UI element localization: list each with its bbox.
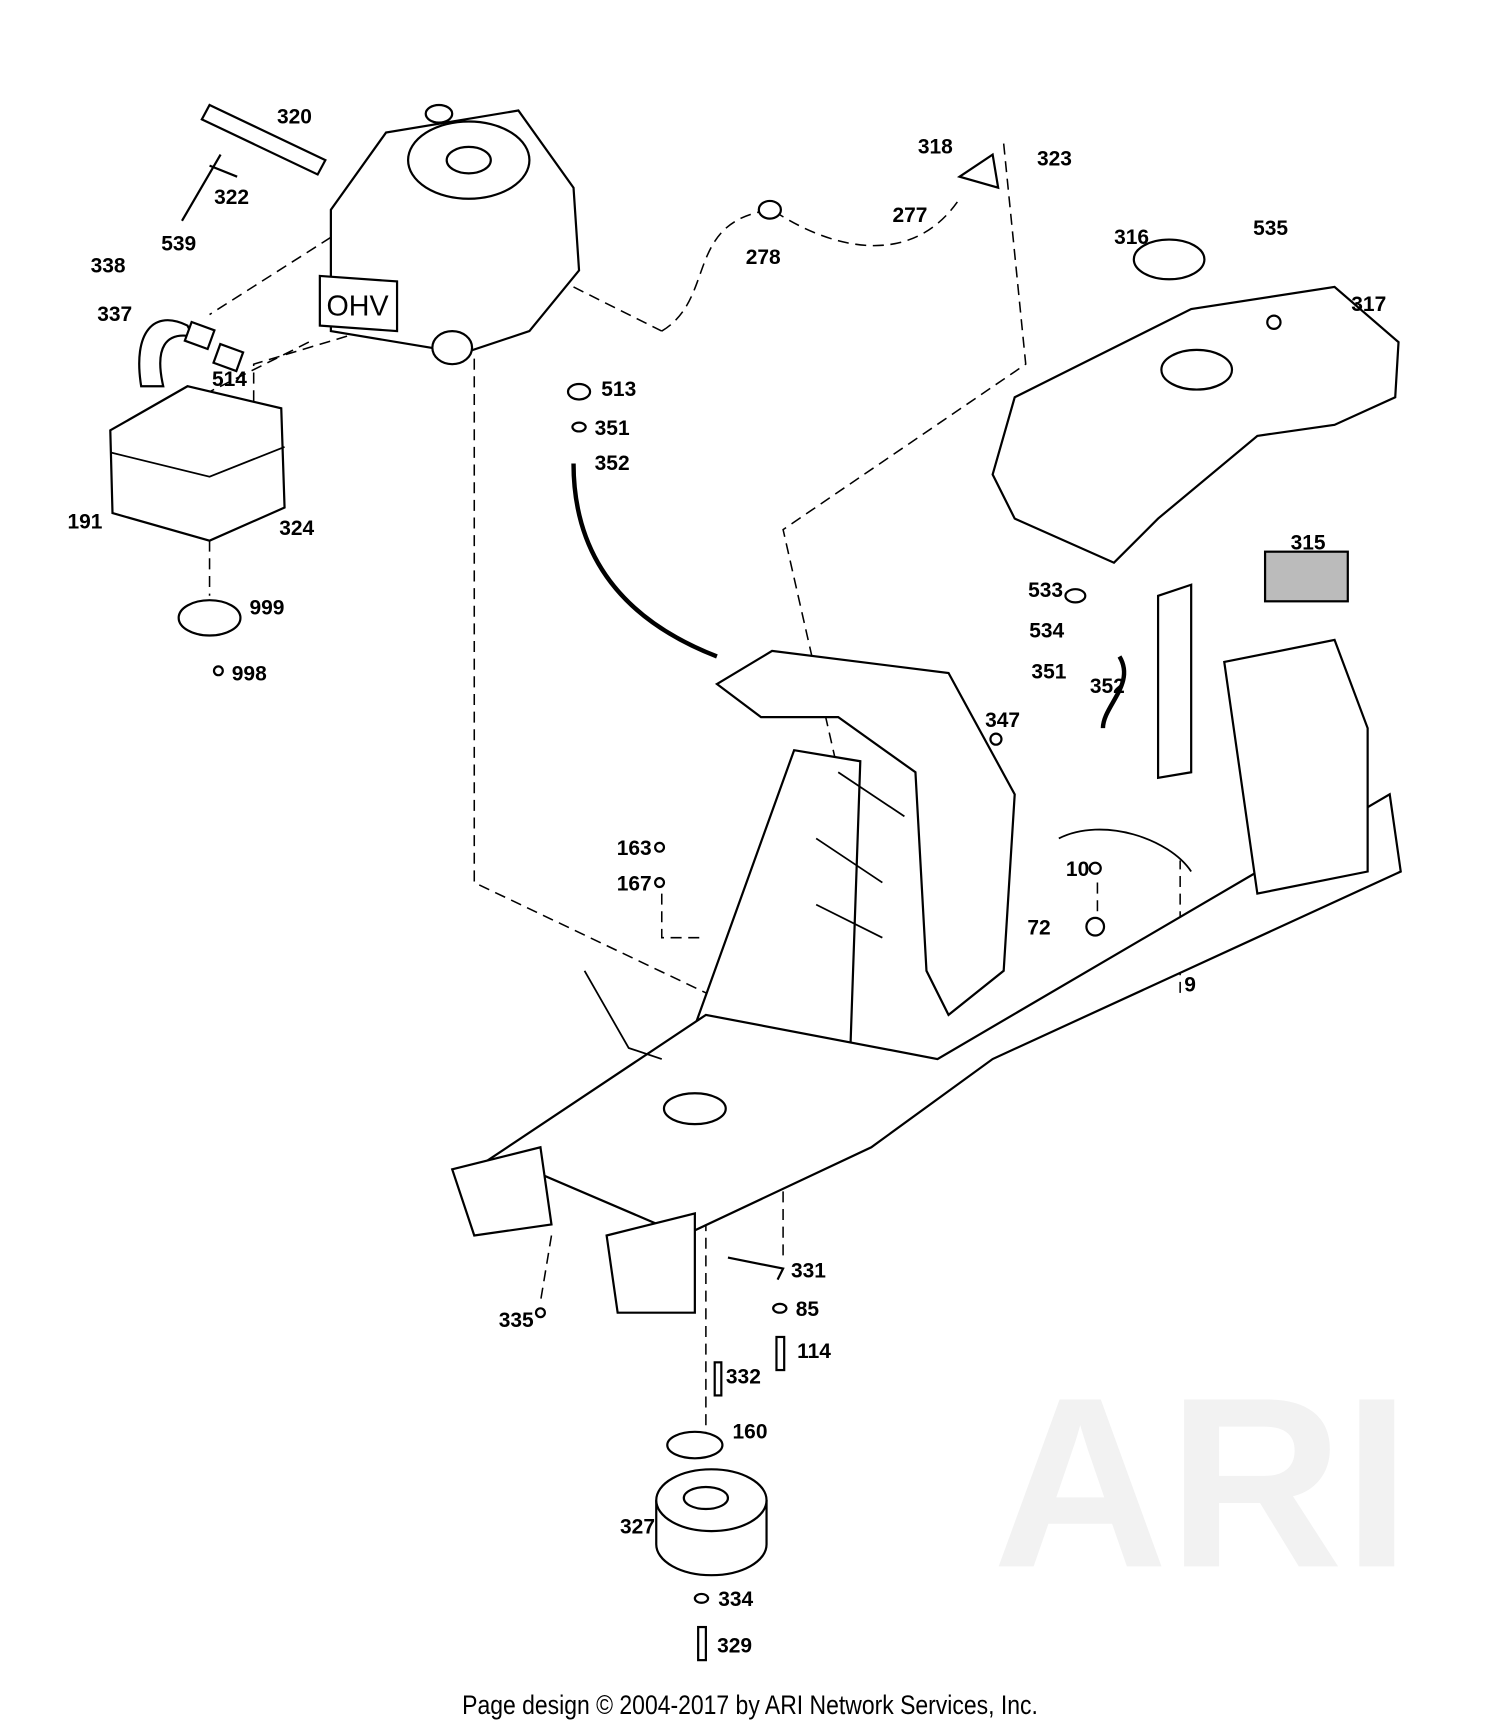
part-label: 534 xyxy=(1029,620,1064,643)
part-label: 317 xyxy=(1351,293,1386,316)
part-label: 352 xyxy=(595,452,630,475)
seat-pan xyxy=(693,649,1016,1083)
fuel-hose xyxy=(571,463,718,659)
part-label: 327 xyxy=(620,1515,655,1538)
fuel-hose-2 xyxy=(1100,655,1127,729)
part-label: 999 xyxy=(249,597,284,620)
copyright-footer: Page design © 2004-2017 by ARI Network S… xyxy=(462,1690,1038,1720)
part-label: 323 xyxy=(1037,148,1072,171)
part-labels: 320 539 322 338 337 514 191 324 999 998 … xyxy=(67,106,1386,1658)
leader-lines xyxy=(198,143,1181,1435)
engine: OHV xyxy=(318,103,581,366)
part-label: 72 xyxy=(1027,916,1050,939)
part-label: 351 xyxy=(595,417,630,440)
part-label: 514 xyxy=(212,368,247,391)
part-label: 334 xyxy=(718,1588,753,1611)
part-label: 335 xyxy=(499,1309,534,1332)
part-label: 337 xyxy=(97,303,132,326)
part-label: 998 xyxy=(232,663,267,686)
part-label: 163 xyxy=(617,837,652,860)
part-label: 114 xyxy=(797,1340,831,1363)
part-label: 533 xyxy=(1028,579,1063,602)
part-label: 513 xyxy=(601,378,636,401)
ohv-mark: OHV xyxy=(326,291,388,323)
part-label: 324 xyxy=(279,517,314,540)
part-label: 535 xyxy=(1253,217,1288,240)
hardware xyxy=(177,152,1106,1662)
part-label: 347 xyxy=(985,709,1020,732)
part-label: 352 xyxy=(1090,675,1125,698)
part-label: 85 xyxy=(796,1298,820,1321)
fuel-tank xyxy=(991,238,1400,565)
part-label: 316 xyxy=(1114,226,1149,249)
part-label: 318 xyxy=(918,136,953,159)
part-label: 539 xyxy=(161,233,196,256)
muffler xyxy=(109,319,286,542)
part-label: 10 xyxy=(1066,858,1089,881)
part-label: 351 xyxy=(1031,661,1066,684)
part-label: 329 xyxy=(717,1634,752,1657)
part-label: 331 xyxy=(791,1259,826,1282)
pipe-part xyxy=(200,103,327,176)
part-label: 332 xyxy=(726,1365,761,1388)
part-label: 9 xyxy=(1184,974,1196,997)
tractor-frame xyxy=(450,583,1402,1314)
foam-part xyxy=(1263,550,1349,603)
ari-watermark: ARI xyxy=(993,1347,1411,1618)
part-label: 322 xyxy=(214,186,249,209)
part-label: 320 xyxy=(277,106,312,129)
part-label: 191 xyxy=(67,511,102,534)
part-label: 338 xyxy=(91,255,126,278)
part-label: 167 xyxy=(617,872,652,895)
part-label: 277 xyxy=(892,204,927,227)
part-label: 278 xyxy=(746,246,781,269)
pto-clutch xyxy=(655,1430,768,1577)
part-label: 315 xyxy=(1291,531,1326,554)
part-label: 160 xyxy=(733,1420,768,1443)
